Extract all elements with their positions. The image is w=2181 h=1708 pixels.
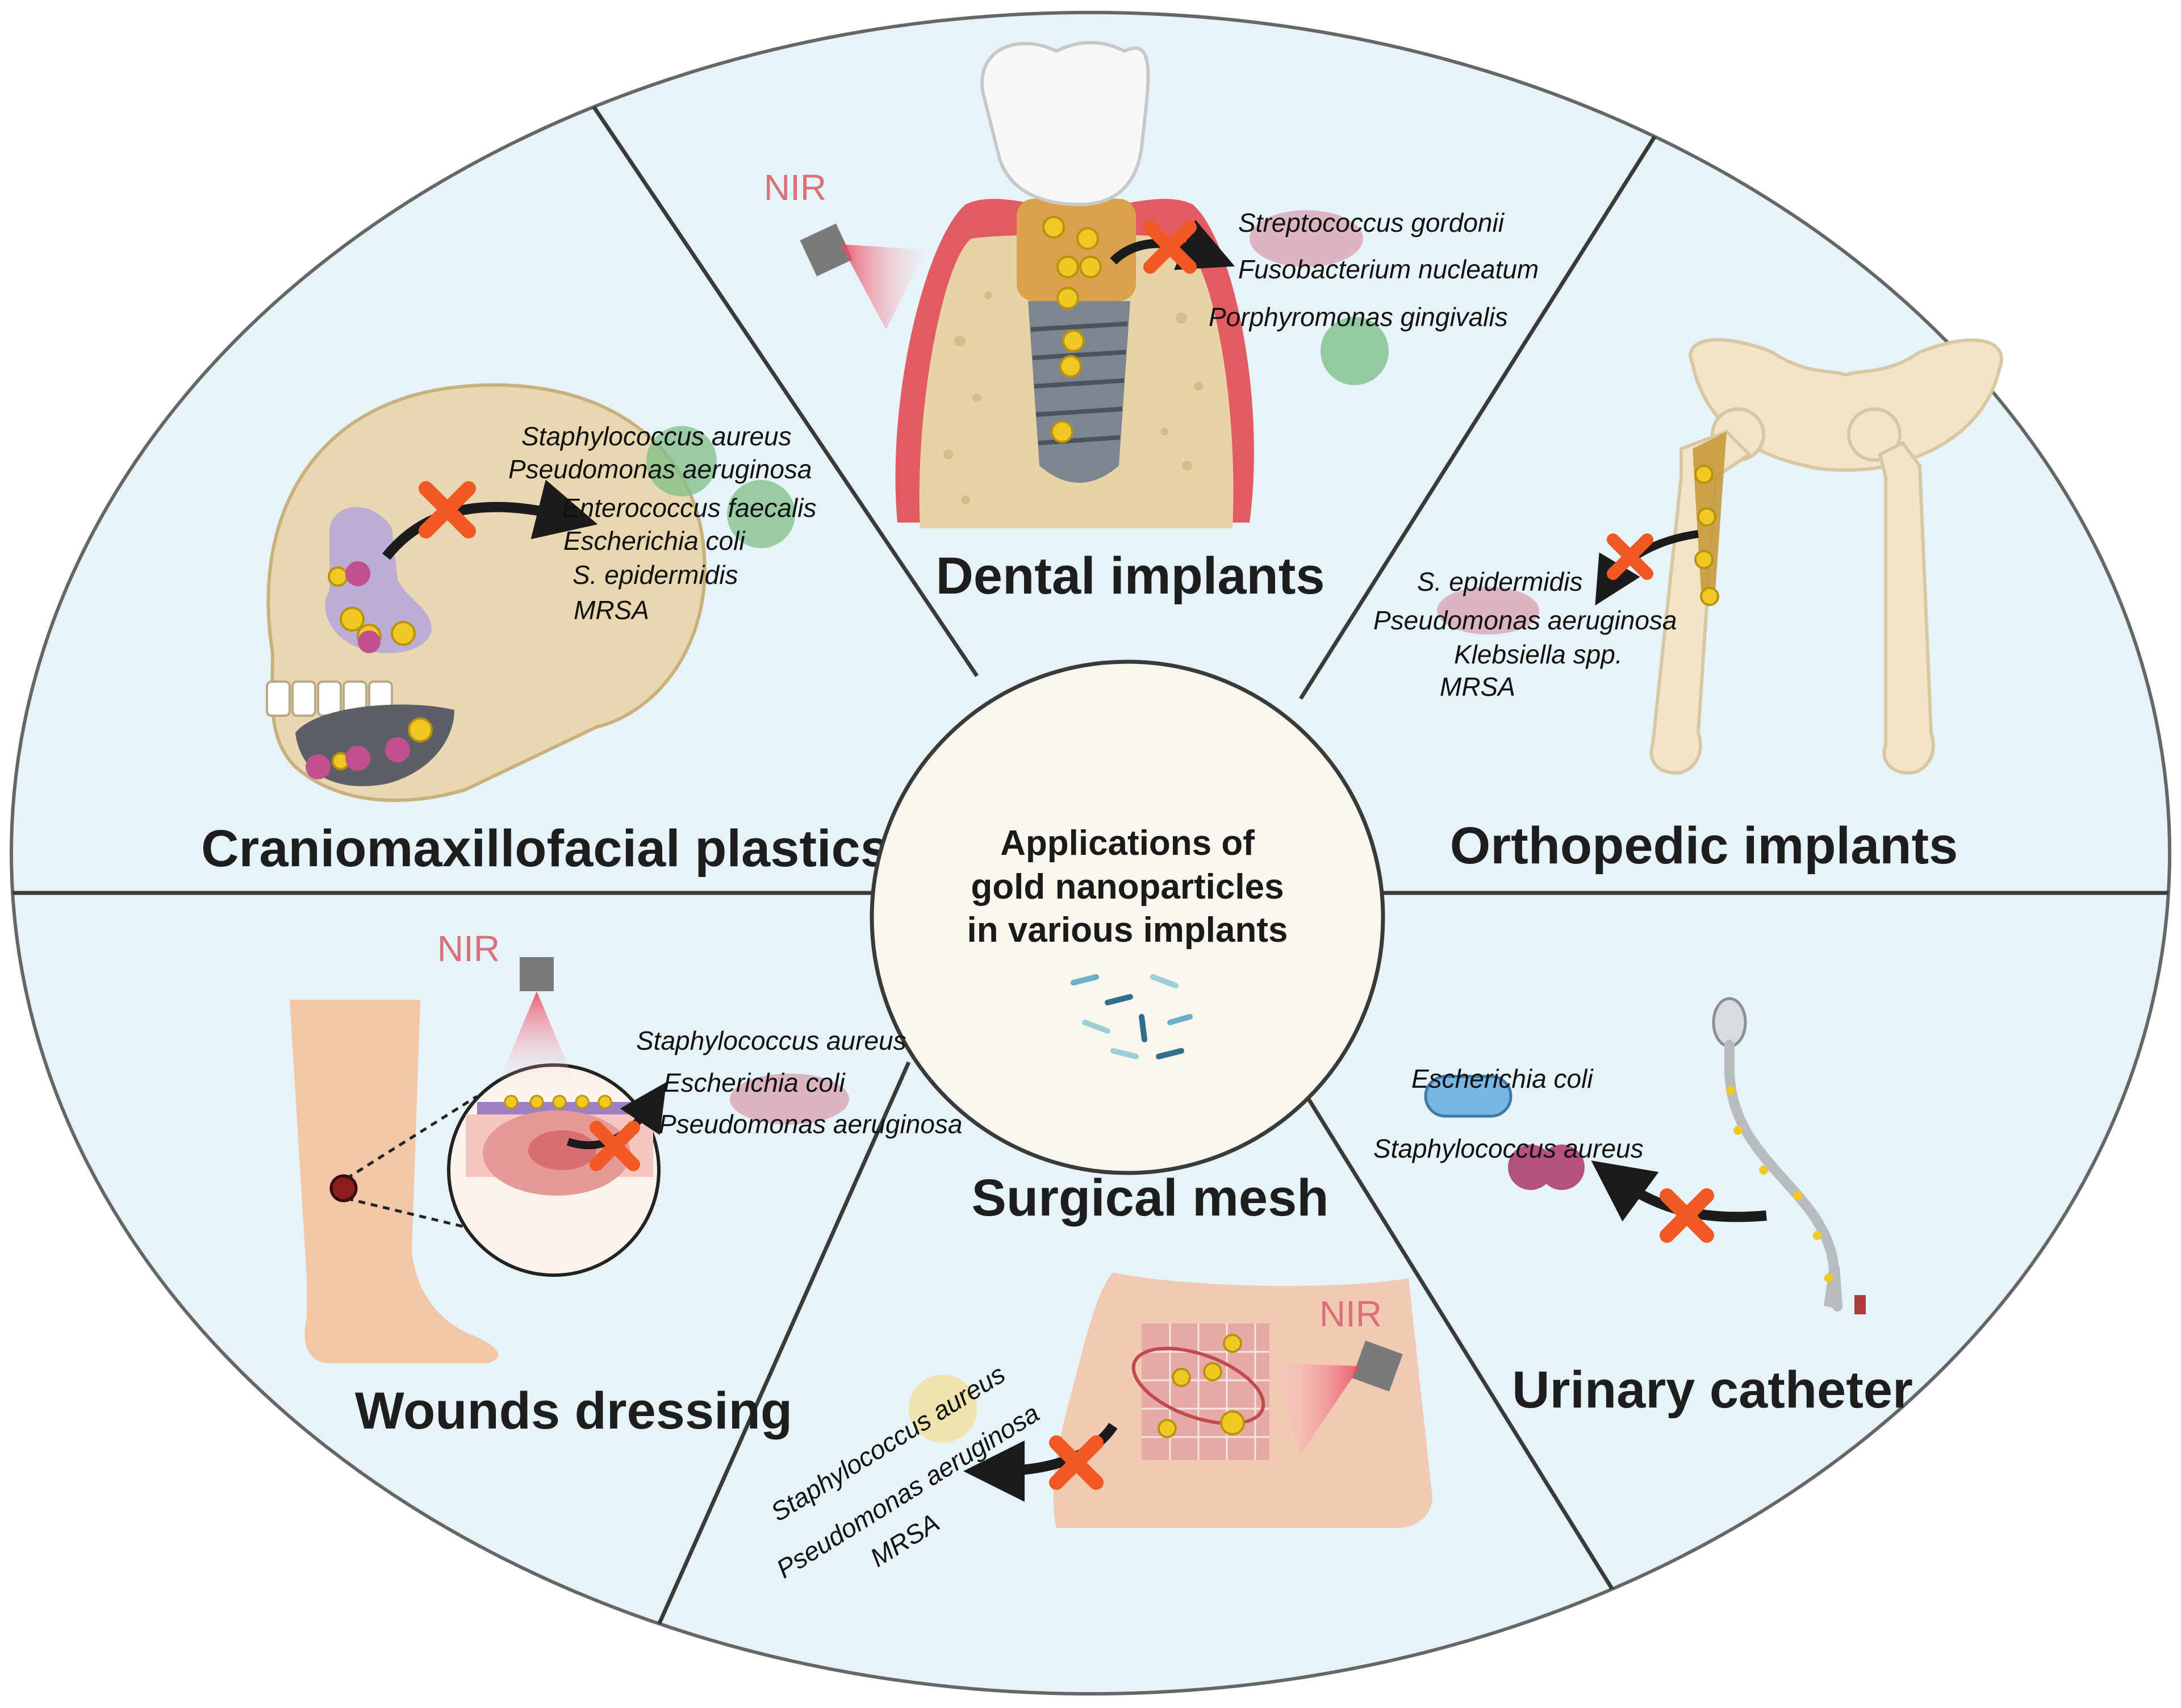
round-bacterium [1321, 317, 1389, 385]
cranio-bacteria-5: S. epidermidis [573, 560, 738, 590]
dental-nir-emitter [800, 223, 926, 329]
center-title-line-3: in various implants [967, 911, 1288, 950]
dental-nanoparticles [1042, 216, 1102, 443]
skeleton-illustration [1649, 338, 2003, 775]
mesh-nanoparticles [1158, 1334, 1245, 1438]
divider-lower-right [1288, 1067, 1615, 1592]
dental-inhibition-arrow [1110, 219, 1235, 270]
femur-left [1649, 429, 1752, 775]
femur-right [1878, 441, 1935, 775]
dental-title: Dental implants [935, 547, 1325, 605]
coccus-bacterium [1539, 1145, 1585, 1190]
ortho-bacteria-2: Pseudomonas aeruginosa [1373, 605, 1677, 635]
catheter-nanoparticles [1726, 1086, 1833, 1283]
round-bacterium [727, 480, 795, 548]
wound-nir-emitter [500, 957, 574, 1079]
implant-abutment [1017, 199, 1136, 301]
mesh-patch [1142, 1323, 1269, 1460]
orthopedic-implant [1693, 432, 1727, 606]
dental-cross-icon [1143, 220, 1197, 274]
cranio-bacteria-2: Pseudomonas aeruginosa [508, 454, 812, 484]
wound-nir-label: NIR [437, 928, 500, 969]
catheter-balloon [1712, 997, 1747, 1048]
mesh-round-bacterium [909, 1375, 977, 1443]
wound-bacteria-1: Staphylococcus aureus [636, 1026, 906, 1055]
wound-bacteria-2: Escherichia coli [663, 1068, 846, 1097]
cranio-bacteria-3: Enterococcus faecalis [562, 493, 816, 523]
cranio-pathogens [646, 426, 795, 548]
section-dividers [11, 101, 2170, 1626]
catheter-cross-icon [1660, 1188, 1714, 1243]
cranio-title: Craniomaxillofacial plastics [201, 820, 889, 878]
tooth-crown [980, 41, 1150, 207]
screw-threads [1030, 321, 1128, 445]
wound-spot [329, 1174, 358, 1202]
wound-nanoparticles [504, 1095, 612, 1109]
ortho-nanoparticles [1694, 465, 1719, 606]
wound-rod-bacterium [730, 1074, 849, 1125]
cranio-bacteria-6: MRSA [574, 595, 649, 625]
pelvis [1689, 338, 2003, 472]
ortho-rod-bacterium [1437, 587, 1539, 634]
dental-nir-label: NIR [764, 167, 826, 208]
divider-upper-right [1299, 130, 1660, 700]
cranio-cross-icon [419, 481, 476, 538]
cranio-bacteria-spikes [306, 561, 410, 779]
mesh-cross-icon [1049, 1435, 1104, 1490]
dental-pathogens [1250, 210, 1389, 385]
wound-bacteria-3: Pseudomonas aeruginosa [659, 1109, 962, 1139]
cranio-inhibition-arrow [382, 479, 598, 560]
coccus-bacterium [1508, 1145, 1553, 1190]
hernia-outline [1131, 1347, 1265, 1425]
mesh-nir-label: NIR [1319, 1293, 1382, 1334]
center-title-line-1: Applications of [1000, 824, 1255, 863]
divider-lower-left [657, 1061, 911, 1626]
mesh-title: Surgical mesh [972, 1169, 1329, 1227]
ortho-cross-icon [1607, 533, 1653, 580]
catheter-pathogens [1424, 1075, 1585, 1190]
catheter-illustration [1712, 997, 1866, 1314]
divider-upper-left [589, 101, 979, 677]
orthopedic-title: Orthopedic implants [1450, 817, 1958, 875]
catheter-valve [1854, 1295, 1866, 1314]
dental-bacteria-3: Porphyromonas gingivalis [1209, 302, 1508, 332]
ortho-bacteria-1: S. epidermidis [1417, 567, 1582, 596]
wound-zoom-inset [447, 1063, 661, 1277]
wound-cross-icon [590, 1121, 640, 1171]
cranio-nanoparticles [328, 566, 433, 770]
mesh-nir-emitter [1272, 1340, 1403, 1454]
center-circle [870, 659, 1385, 1175]
rod-bacterium [1250, 210, 1363, 267]
dental-illustration [895, 41, 1254, 528]
round-bacterium [646, 426, 717, 496]
mesh-inhibition-arrow [963, 1422, 1118, 1502]
catheter-title: Urinary catheter [1512, 1361, 1913, 1419]
ortho-bacteria-4: MRSA [1440, 672, 1515, 701]
wounds-title: Wounds dressing [355, 1382, 792, 1440]
dental-bacteria-1: Streptococcus gordonii [1238, 208, 1505, 237]
center-title-line-2: gold nanoparticles [971, 867, 1284, 907]
cranio-bacteria-4: Escherichia coli [563, 526, 746, 556]
femur-head-right [1847, 407, 1902, 462]
rod-bacterium [1424, 1075, 1513, 1118]
bacteria-cluster-icon [1071, 974, 1193, 1059]
zoom-line-top [345, 1095, 478, 1180]
catheter-bacteria-1: Escherichia coli [1411, 1064, 1594, 1093]
bone-pores [943, 291, 1203, 504]
ortho-bacteria-3: Klebsiella spp. [1454, 640, 1623, 669]
leg-illustration [290, 1000, 498, 1363]
dental-bacteria-2: Fusobacterium nucleatum [1238, 254, 1539, 284]
cranio-bacteria-1: Staphylococcus aureus [521, 421, 792, 451]
catheter-bacteria-2: Staphylococcus aureus [1373, 1134, 1644, 1163]
abdomen-illustration [1053, 1272, 1432, 1528]
leg [290, 1000, 498, 1363]
